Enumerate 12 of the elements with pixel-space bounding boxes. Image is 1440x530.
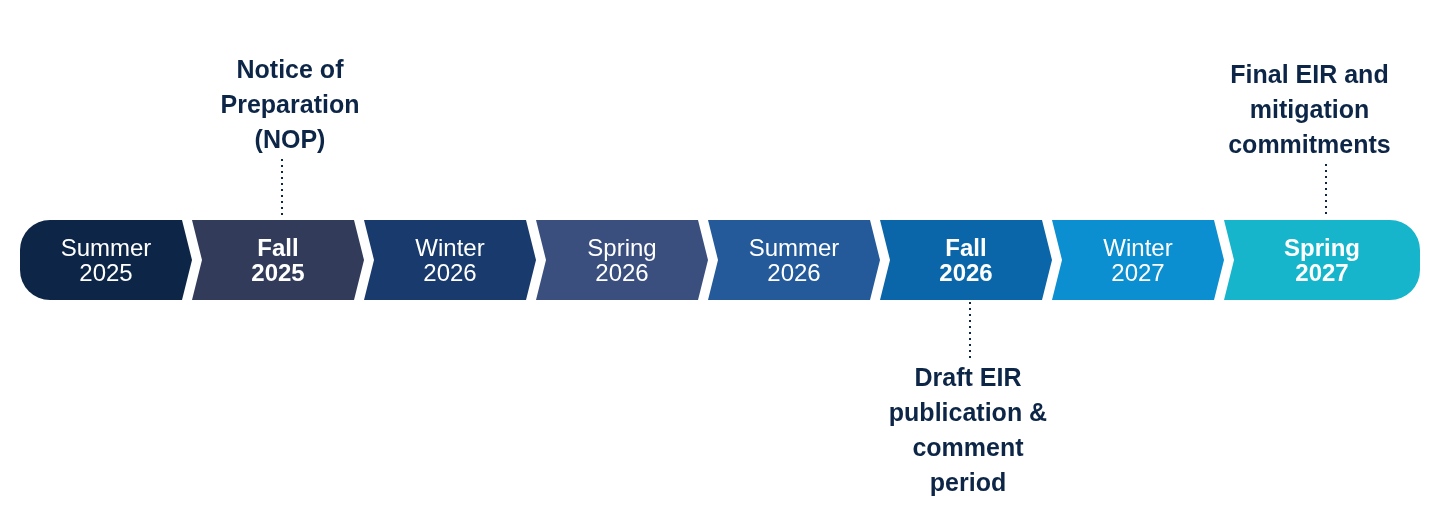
period-label: Fall 2025 [250,235,306,285]
milestone-text: Final EIR and mitigation commitments [1222,57,1397,162]
leader-line [969,301,971,359]
milestone-text: Notice of Preparation (NOP) [195,52,385,157]
milestone-text: Draft EIR publication & comment period [888,360,1048,500]
period-label: Summer 2025 [59,235,153,285]
period-label: Winter 2027 [1102,235,1174,285]
period-label: Winter 2026 [414,235,486,285]
period-label: Fall 2026 [938,235,994,285]
period-label: Spring 2027 [1283,235,1361,285]
period-label: Spring 2026 [586,235,658,285]
period-label: Summer 2026 [747,235,841,285]
